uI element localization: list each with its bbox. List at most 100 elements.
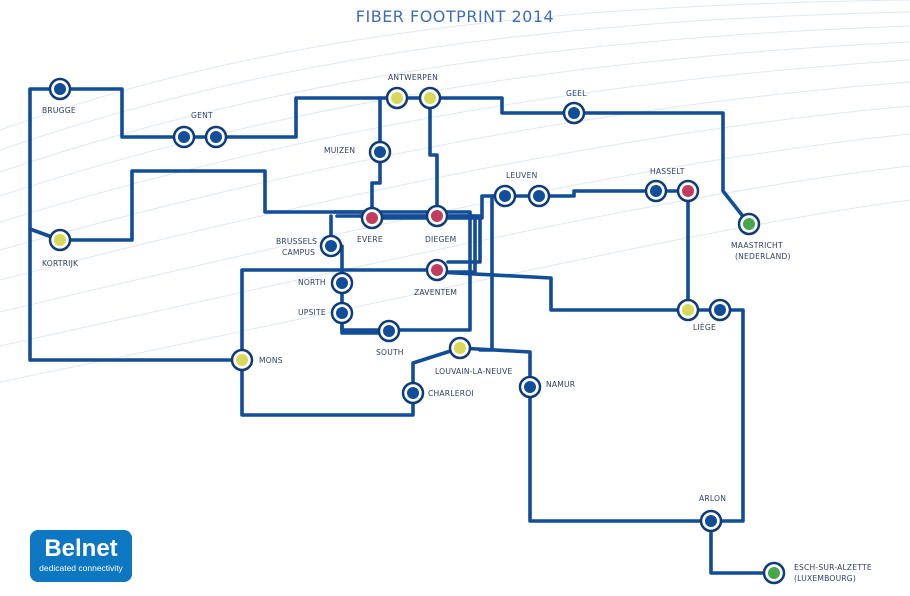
node-label: (NEDERLAND): [735, 252, 791, 261]
node-label: BRUSSELS: [276, 237, 317, 246]
node-label: (LUXEMBOURG): [794, 574, 856, 583]
node-antwerpen2: [418, 86, 442, 110]
node-label: ANTWERPEN: [388, 73, 438, 82]
node-dot-blue: [533, 190, 545, 202]
node-dot-red: [431, 264, 443, 276]
map-title: FIBER FOOTPRINT 2014: [355, 7, 555, 26]
fiber-link-12: [340, 323, 391, 335]
fiber-link-11: [240, 268, 439, 362]
node-dot-blue: [499, 190, 511, 202]
fiber-link-2: [58, 87, 432, 139]
node-namur: NAMUR: [518, 375, 576, 399]
node-lln: LOUVAIN-LA-NEUVE: [435, 336, 512, 376]
node-dot-yellow: [424, 92, 436, 104]
logo-brand: Belnet: [44, 535, 118, 562]
fiber-link-4: [428, 96, 751, 226]
node-label: NORTH: [298, 278, 326, 287]
node-dot-green: [743, 218, 755, 230]
network-nodes: BRUGGE GENT ANTWERPEN GEEL MUIZEN LEUVEN HASSE…: [42, 73, 872, 585]
node-gent1: GENT: [172, 111, 213, 149]
node-zaventem: ZAVENTEM: [414, 258, 457, 297]
fiber-link-14: [240, 346, 713, 523]
node-dot-yellow: [236, 354, 248, 366]
node-dot-blue: [568, 107, 580, 119]
node-dot-blue: [336, 307, 348, 319]
fiber-link-3: [28, 169, 374, 242]
node-label: ZAVENTEM: [414, 288, 457, 297]
node-label: CAMPUS: [282, 248, 315, 257]
node-dot-blue: [178, 131, 190, 143]
node-label: LEUVEN: [506, 171, 537, 180]
node-label: LOUVAIN-LA-NEUVE: [435, 367, 512, 376]
node-south: SOUTH: [376, 319, 404, 357]
node-dot-red: [431, 210, 443, 222]
logo-tagline: dedicated connectivity: [39, 563, 123, 573]
fiber-link-6: [428, 96, 439, 218]
node-label: KORTRIJK: [42, 259, 79, 268]
node-dot-blue: [210, 131, 222, 143]
node-upsite: UPSITE: [298, 301, 354, 325]
node-geel: GEEL: [562, 89, 587, 125]
node-charleroi: CHARLEROI: [401, 381, 474, 405]
node-kortrijk: KORTRIJK: [42, 228, 79, 268]
node-leuven1: LEUVEN: [493, 171, 537, 208]
node-dot-blue: [325, 240, 337, 252]
node-dot-red: [682, 185, 694, 197]
node-dot-blue: [374, 146, 386, 158]
node-label: SOUTH: [376, 348, 404, 357]
node-label: LIÈGE: [693, 323, 716, 332]
node-dot-blue: [383, 325, 395, 337]
node-label: BRUGGE: [42, 106, 76, 115]
fiber-link-16: [358, 214, 482, 264]
node-dot-blue: [650, 185, 662, 197]
belnet-logo: Belnet dedicated connectivity: [30, 530, 132, 582]
node-dot-yellow: [391, 92, 403, 104]
node-muizen: MUIZEN: [324, 140, 392, 164]
node-label: UPSITE: [298, 308, 326, 317]
node-label: NAMUR: [546, 380, 576, 389]
node-liege2: [708, 298, 732, 322]
node-dot-blue: [705, 515, 717, 527]
node-label: CHARLEROI: [428, 389, 474, 398]
node-arlon: ARLON: [699, 494, 726, 533]
node-brussels-campus: BRUSSELS CAMPUS: [276, 234, 343, 258]
node-label: ARLON: [699, 494, 726, 503]
node-dot-blue: [407, 387, 419, 399]
node-dot-yellow: [54, 234, 66, 246]
node-evere: EVERE: [357, 206, 384, 244]
node-label: MONS: [259, 356, 283, 365]
node-dot-blue: [54, 83, 66, 95]
node-north: NORTH: [298, 271, 354, 295]
node-hasselt2: [676, 179, 700, 203]
node-dot-green: [768, 567, 780, 579]
node-leuven2: [527, 184, 551, 208]
fiber-link-1: [28, 87, 244, 362]
node-label: ESCH-SUR-ALZETTE: [794, 563, 872, 572]
node-brugge: BRUGGE: [42, 77, 76, 115]
node-label: HASSELT: [650, 167, 685, 176]
node-label: MUIZEN: [324, 146, 355, 155]
node-dot-red: [366, 212, 378, 224]
node-label: GENT: [191, 111, 213, 120]
node-mons: MONS: [230, 348, 283, 372]
node-dot-blue: [336, 277, 348, 289]
node-dot-yellow: [454, 342, 466, 354]
node-diegem: DIEGEM: [425, 204, 456, 244]
node-dot-blue: [524, 381, 536, 393]
node-maastricht: MAASTRICHT (NEDERLAND): [731, 212, 791, 261]
fiber-links: [28, 87, 776, 575]
node-hasselt1: HASSELT: [644, 167, 685, 203]
node-gent2: [204, 125, 228, 149]
node-liege1: LIÈGE: [676, 298, 716, 332]
node-label: GEEL: [566, 89, 587, 98]
node-label: DIEGEM: [425, 235, 456, 244]
node-antwerpen1: ANTWERPEN: [385, 73, 438, 110]
node-dot-blue: [714, 304, 726, 316]
node-esch: ESCH-SUR-ALZETTE (LUXEMBOURG): [762, 561, 872, 585]
node-label: MAASTRICHT: [731, 241, 783, 250]
fiber-link-5: [370, 96, 382, 220]
node-dot-yellow: [682, 304, 694, 316]
node-label: EVERE: [357, 235, 383, 244]
